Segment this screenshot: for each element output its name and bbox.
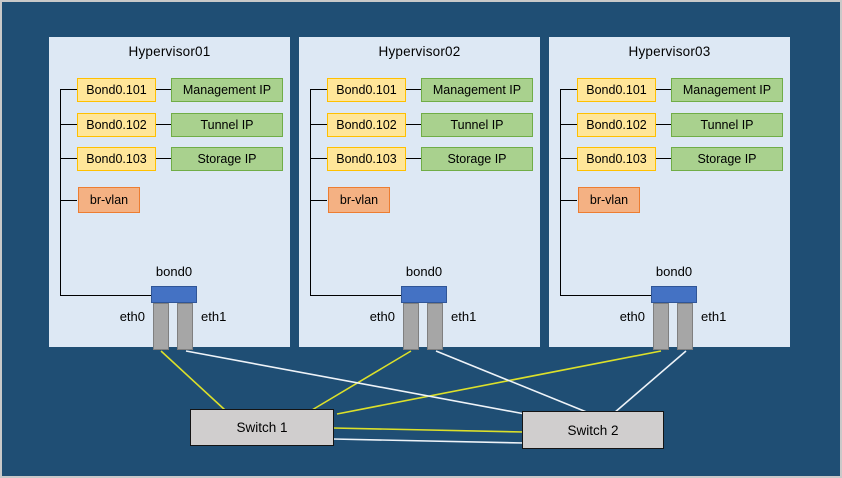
eth0-label: eth0 (119, 309, 145, 324)
connector-line (655, 124, 671, 126)
connector-line (155, 158, 171, 160)
connector-line (405, 89, 421, 91)
connector-line (60, 124, 77, 126)
bond-box (401, 286, 447, 303)
link-hyp2-eth1-switch2 (435, 350, 590, 414)
vlan-box: Bond0.103 (327, 147, 406, 171)
vlan-box: Bond0.103 (77, 147, 156, 171)
vlan-box: Bond0.101 (577, 78, 656, 102)
connector-line (60, 295, 152, 297)
eth0-port (653, 303, 669, 350)
panel-hypervisor02: Hypervisor02 Bond0.101 Management IP Bon… (299, 37, 540, 350)
connector-line (560, 200, 577, 202)
bond-label: bond0 (155, 264, 193, 279)
connector-line (60, 89, 77, 91)
ip-role-box: Management IP (171, 78, 283, 102)
vlan-box: Bond0.101 (77, 78, 156, 102)
bond-box (151, 286, 197, 303)
switch2-label: Switch 2 (567, 422, 619, 438)
connector-line (560, 124, 577, 126)
vlan-box: Bond0.102 (327, 113, 406, 137)
ip-role-box: Tunnel IP (171, 113, 283, 137)
link-hyp1-eth0-switch1 (160, 350, 226, 411)
link-hyp2-eth0-switch1 (311, 350, 412, 411)
ip-role-box: Storage IP (671, 147, 783, 171)
connector-line (60, 200, 77, 202)
link-hyp1-eth1-switch2 (185, 350, 526, 415)
ip-role-box: Management IP (421, 78, 533, 102)
eth0-port (153, 303, 169, 350)
connector-line (155, 89, 171, 91)
eth1-label: eth1 (201, 309, 227, 324)
bond-label: bond0 (655, 264, 693, 279)
bond-box (651, 286, 697, 303)
bond-label: bond0 (405, 264, 443, 279)
connector-line (405, 158, 421, 160)
eth1-port (177, 303, 193, 350)
vlan-box: Bond0.102 (77, 113, 156, 137)
ip-role-box: Tunnel IP (671, 113, 783, 137)
panel-hypervisor01: Hypervisor01 Bond0.101 Management IP Bon… (49, 37, 290, 350)
connector-line (560, 89, 577, 91)
vlan-box: Bond0.103 (577, 147, 656, 171)
panel-hypervisor03: Hypervisor03 Bond0.101 Management IP Bon… (549, 37, 790, 350)
connector-line (310, 200, 327, 202)
connector-line (310, 124, 327, 126)
link-switch1-switch2-a (332, 427, 525, 433)
connector-line (655, 158, 671, 160)
bridge-box: br-vlan (78, 187, 140, 213)
vlan-box: Bond0.102 (577, 113, 656, 137)
bridge-trunk-line (310, 89, 312, 295)
switch2-box: Switch 2 (522, 411, 664, 449)
eth1-label: eth1 (701, 309, 727, 324)
eth0-label: eth0 (619, 309, 645, 324)
bridge-box: br-vlan (578, 187, 640, 213)
connector-line (560, 158, 577, 160)
vlan-box: Bond0.101 (327, 78, 406, 102)
connector-line (310, 158, 327, 160)
link-hyp3-eth0-switch1 (336, 350, 662, 415)
link-switch1-switch2-b (332, 438, 525, 444)
eth1-port (677, 303, 693, 350)
eth0-port (403, 303, 419, 350)
ip-role-box: Management IP (671, 78, 783, 102)
switch1-label: Switch 1 (236, 420, 288, 435)
eth1-port (427, 303, 443, 350)
ip-role-box: Storage IP (171, 147, 283, 171)
ip-role-box: Tunnel IP (421, 113, 533, 137)
switch1-box: Switch 1 (190, 409, 334, 446)
connector-line (310, 295, 402, 297)
hypervisor-title: Hypervisor03 (628, 44, 711, 59)
bridge-trunk-line (560, 89, 562, 295)
connector-line (405, 124, 421, 126)
connector-line (560, 295, 652, 297)
hypervisor-title: Hypervisor02 (378, 44, 461, 59)
connector-line (655, 89, 671, 91)
hypervisor-title: Hypervisor01 (128, 44, 211, 59)
bridge-box: br-vlan (328, 187, 390, 213)
bridge-trunk-line (60, 89, 62, 295)
eth0-label: eth0 (369, 309, 395, 324)
connector-line (310, 89, 327, 91)
ip-role-box: Storage IP (421, 147, 533, 171)
link-hyp3-eth1-switch2 (613, 350, 687, 414)
connector-line (155, 124, 171, 126)
eth1-label: eth1 (451, 309, 477, 324)
connector-line (60, 158, 77, 160)
